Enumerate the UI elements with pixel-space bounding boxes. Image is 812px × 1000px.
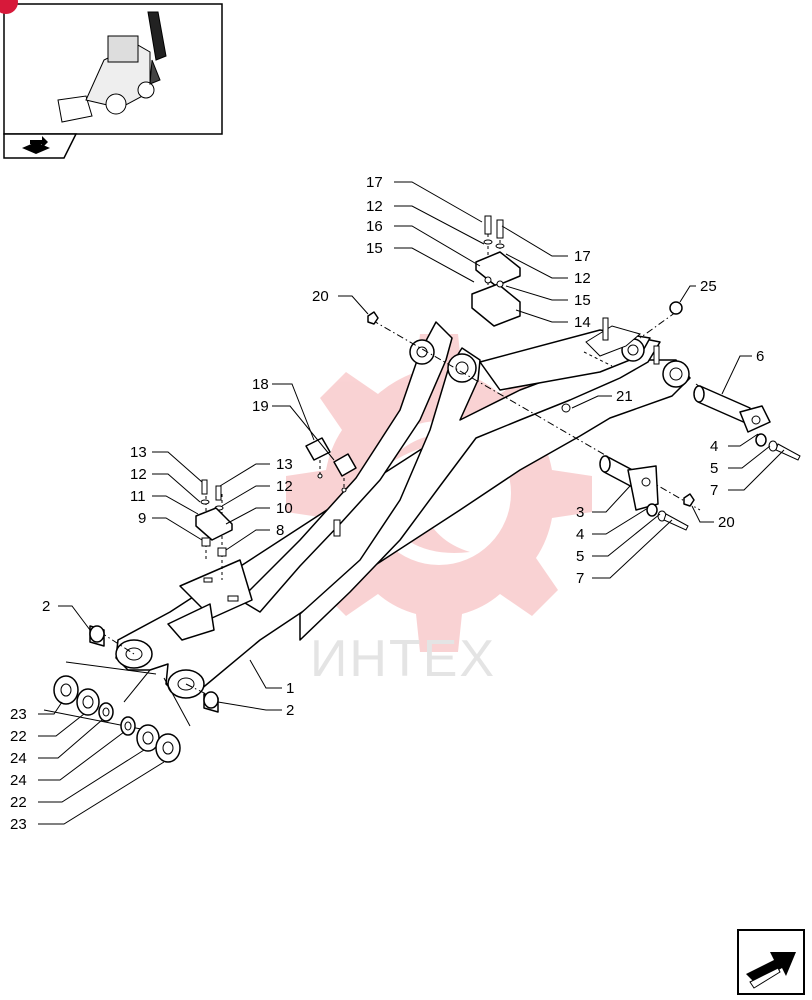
grease-fitting-20a [367, 311, 379, 325]
callout-24-top: 24 [10, 750, 27, 767]
callout-9: 9 [138, 510, 146, 527]
callout-1: 1 [286, 680, 294, 697]
washer-4b [646, 503, 658, 517]
watermark-text: ИНТЕХ [310, 630, 496, 688]
mount-bracket [167, 603, 215, 641]
fitting-21 [561, 403, 571, 413]
small-fittings [367, 301, 695, 507]
bolt-13b [215, 485, 222, 501]
pin-3-head [627, 465, 659, 511]
callout-15-top-left: 15 [366, 240, 383, 257]
spacer-8 [217, 547, 227, 557]
callout-22-top: 22 [10, 728, 27, 745]
callout-12-left: 12 [130, 466, 147, 483]
cap-25 [669, 301, 683, 315]
callout-2-right: 2 [286, 702, 294, 719]
callout-7-upper: 7 [710, 482, 718, 499]
mid-pads [305, 437, 357, 493]
pad-14 [471, 283, 521, 327]
callout-20-top: 20 [312, 288, 329, 305]
callout-5-upper: 5 [710, 460, 718, 477]
callout-3: 3 [576, 504, 584, 521]
callout-8: 8 [276, 522, 284, 539]
callout-20-lower: 20 [718, 514, 735, 531]
shim-stack [43, 661, 191, 763]
next-page-button[interactable] [737, 929, 805, 995]
top-pad-stack [471, 215, 521, 327]
callout-16: 16 [366, 218, 383, 235]
callout-4-lower: 4 [576, 526, 584, 543]
bolt-7a [775, 443, 801, 461]
callout-5-lower: 5 [576, 548, 584, 565]
washer-4a [755, 433, 767, 447]
callout-22-bottom: 22 [10, 794, 27, 811]
right-pins [599, 385, 801, 531]
callout-21: 21 [616, 388, 633, 405]
pad-10 [195, 507, 233, 541]
book-arrow-icon [22, 136, 50, 154]
callout-12-top-right: 12 [574, 270, 591, 287]
pad-16 [475, 251, 521, 287]
callout-17-top-right: 17 [574, 248, 591, 265]
left-pad-stack [195, 479, 239, 602]
callout-25: 25 [700, 278, 717, 295]
bolt-7b [663, 513, 689, 531]
callout-13-right: 13 [276, 456, 293, 473]
callout-17-top-left: 17 [366, 174, 383, 191]
callout-15-top-right: 15 [574, 292, 591, 309]
bolt-17a [484, 215, 492, 235]
callout-4-upper: 4 [710, 438, 718, 455]
backhoe-loader-icon [57, 11, 167, 123]
boom-assembly [115, 317, 691, 699]
bolt-13a [201, 479, 208, 495]
next-page-arrow-icon [746, 952, 796, 989]
pad-18 [305, 437, 331, 461]
callout-13-left: 13 [130, 444, 147, 461]
callout-10: 10 [276, 500, 293, 517]
callout-14: 14 [574, 314, 591, 331]
bolt-17b [496, 219, 504, 239]
callout-6: 6 [756, 348, 764, 365]
callout-18: 18 [252, 376, 269, 393]
callout-11: 11 [130, 488, 146, 505]
page-badge [0, 0, 18, 14]
callout-7-lower: 7 [576, 570, 584, 587]
callout-19: 19 [252, 398, 269, 415]
pad-19 [333, 453, 357, 477]
callout-12-top-left: 12 [366, 198, 383, 215]
thumbnail-panel [0, 0, 223, 159]
callout-12-right: 12 [276, 478, 293, 495]
callout-23-top: 23 [10, 706, 27, 723]
callout-numbers: 17 12 16 15 17 12 15 14 20 25 6 18 19 21… [10, 174, 764, 833]
grease-fitting-20b [683, 493, 695, 507]
callout-24-bottom: 24 [10, 772, 27, 789]
bushings [89, 625, 219, 713]
spacer-9 [201, 537, 211, 547]
callout-2-left: 2 [42, 598, 50, 615]
leader-lines [38, 181, 785, 825]
callout-23-bottom: 23 [10, 816, 27, 833]
